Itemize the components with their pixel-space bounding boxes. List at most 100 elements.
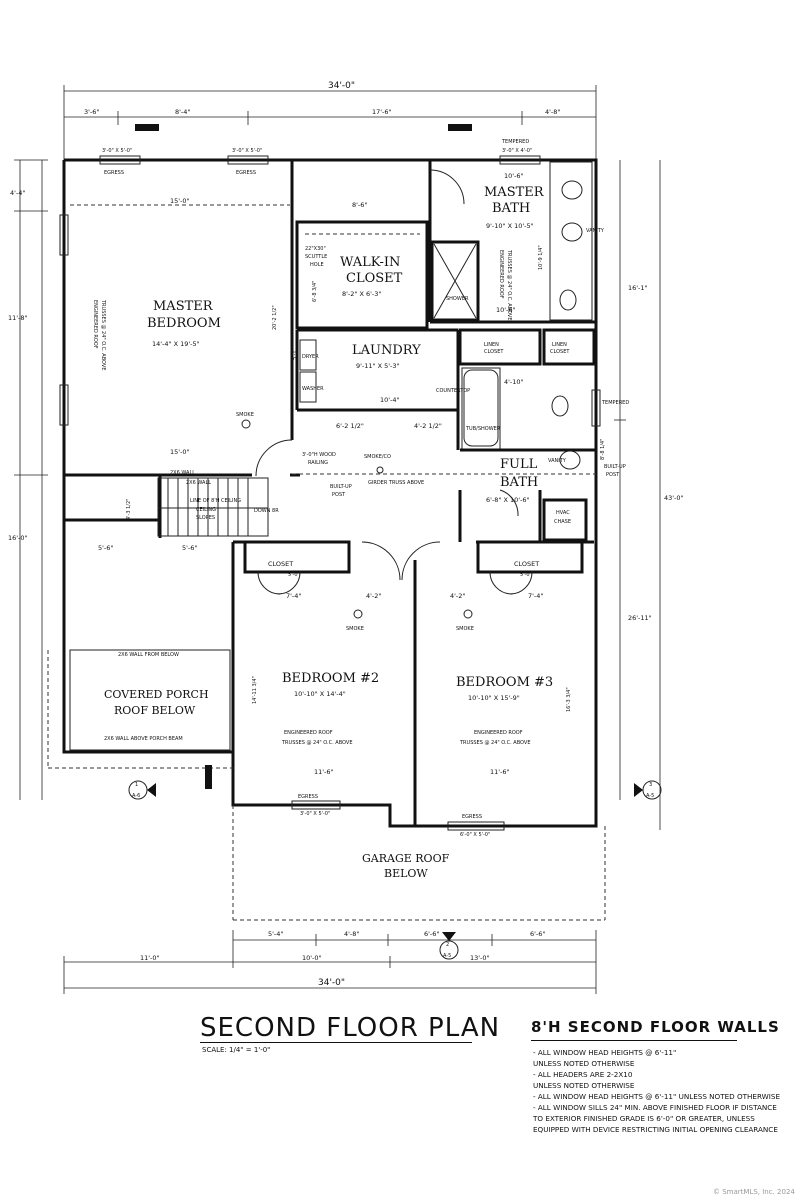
dim-laundry-w: 10'-4" <box>380 396 400 404</box>
roof-label-bath-a: ENGINEERED ROOF <box>498 250 504 299</box>
roof-label-b3-b: TRUSSES @ 24" O.C. ABOVE <box>459 740 530 746</box>
ceiling-label-b: CEILING <box>196 507 216 513</box>
porch-beam-label: 2X6 WALL ABOVE PORCH BEAM <box>104 736 183 742</box>
dim-stair-b: 5'-6" <box>98 544 113 552</box>
dashed-lines <box>47 204 606 921</box>
fixtures <box>299 180 583 470</box>
dim-bath-side: 8'-8 1/4" <box>600 439 606 460</box>
tempered-label-2: TEMPERED <box>601 400 629 406</box>
dim-mb-height: 20'-2 1/2" <box>272 305 278 330</box>
tub-label: TUB/SHOWER <box>465 426 501 432</box>
window-label-5: 6'-0" X 5'-0" <box>460 832 490 838</box>
roof-label-b3-a: ENGINEERED ROOF <box>474 730 523 736</box>
section-3-sheet: A-5 <box>646 793 654 799</box>
wall-stubs <box>135 124 472 789</box>
linen-label-2a: LINEN <box>552 342 567 348</box>
ceiling-label-a: LINE OF 8'H CEILING <box>190 498 241 504</box>
wall-2x6-label-2: 2X6 WALL <box>186 480 211 486</box>
post-label-1: POST <box>606 472 620 478</box>
windows <box>59 155 601 831</box>
smoke-detectors <box>241 419 473 619</box>
egress-label-1: EGRESS <box>104 170 124 176</box>
note-line: - ALL WINDOW HEAD HEIGHTS @ 6'-11" <box>533 1048 677 1057</box>
note-line: - ALL WINDOW SILLS 24" MIN. ABOVE FINISH… <box>533 1103 777 1112</box>
title-underline <box>200 1042 472 1043</box>
dim-mbath-inner: 10'-6" <box>496 306 516 314</box>
dim-hall-a: 6'-2 1/2" <box>336 422 364 430</box>
dimension-lines <box>14 85 661 994</box>
dim-bath-w: 4'-10" <box>504 378 524 386</box>
note-line: UNLESS NOTED OTHERWISE <box>533 1059 635 1068</box>
vanity-label-1: VANITY <box>586 228 605 234</box>
doors <box>255 169 533 595</box>
hvac-label-a: HVAC <box>556 510 570 516</box>
walls <box>62 158 598 828</box>
note-line: - ALL WINDOW HEAD HEIGHTS @ 6'-11" UNLES… <box>533 1092 780 1101</box>
dimension-labels: 34'-0" 3'-6" 8'-4" 17'-6" 4'-8" 4'-4" 11… <box>8 81 684 988</box>
note-labels: EGRESS EGRESS EGRESS EGRESS 3'-0" X 5'-0… <box>92 139 654 959</box>
bedroom-2-size: 10'-10" X 14'-4" <box>294 690 346 698</box>
bedroom-3-size: 10'-10" X 15'-9" <box>468 694 520 702</box>
dim-left-2: 11'-8" <box>8 314 28 322</box>
dim-bottom-3: 6'-6" <box>424 930 439 938</box>
egress-label-3: EGRESS <box>298 794 318 800</box>
dim-mb-bottom: 15'-0" <box>170 448 190 456</box>
scuttle-label-c: HOLE <box>310 262 324 268</box>
wall-2x6-label-1: 2X6 WALL <box>170 470 195 476</box>
dim-mbath-side: 10'-9 1/4" <box>538 245 544 270</box>
laundry-name: LAUNDRY <box>352 343 421 358</box>
porch-name-2: ROOF BELOW <box>114 704 196 717</box>
dim-closet-w-1: 5'-0" <box>288 572 300 578</box>
laundry-size: 9'-11" X 5'-3" <box>356 362 400 370</box>
dim-top-4: 4'-8" <box>545 108 560 116</box>
dim-hall-b: 4'-2 1/2" <box>414 422 442 430</box>
general-notes: - ALL WINDOW HEAD HEIGHTS @ 6'-11" UNLES… <box>533 1047 795 1135</box>
roof-label-mb-a: ENGINEERED ROOF <box>92 300 98 349</box>
dim-br3-side: 16'-3 3/4" <box>566 687 572 712</box>
post-label-2: POST <box>332 492 346 498</box>
full-bath-name-2: BATH <box>500 475 538 490</box>
dim-br2-top2: 4'-2" <box>366 592 381 600</box>
washer-label: WASHER <box>302 386 324 392</box>
linen-label-1b: CLOSET <box>484 349 504 355</box>
stair <box>158 478 268 536</box>
window-label-4: 3'-0" X 5'-0" <box>300 811 330 817</box>
garage-roof-name: GARAGE ROOF <box>362 852 450 865</box>
note-line: TO EXTERIOR FINISHED GRADE IS 6'-0" OR G… <box>533 1114 755 1123</box>
bedroom-2-name: BEDROOM #2 <box>282 671 379 686</box>
dim-top-3: 17'-6" <box>372 108 392 116</box>
window-label-2: 3'-0" X 5'-0" <box>232 148 262 154</box>
section-1-num: 1 <box>135 782 138 788</box>
walk-in-name-2: CLOSET <box>346 271 403 286</box>
smoke-label-3: SMOKE <box>456 626 474 632</box>
dim-bottom-2: 4'-8" <box>344 930 359 938</box>
vanity-label-2: VANITY <box>548 458 567 464</box>
master-bath-name: MASTER <box>484 185 545 200</box>
dim-br2-bottom: 11'-6" <box>314 768 334 776</box>
linen-label-2b: CLOSET <box>550 349 570 355</box>
section-markers <box>128 780 662 960</box>
dim-overall-bottom: 34'-0" <box>318 978 345 988</box>
dim-stair-a: 4'-3 1/2" <box>126 499 132 520</box>
smoke-co-label: SMOKE/CO <box>364 454 391 460</box>
dim-bottom-1: 5'-4" <box>268 930 283 938</box>
dim-mbath-top: 10'-6" <box>504 172 524 180</box>
section-3-num: 3 <box>649 782 652 788</box>
dim-stair-c: 5'-6" <box>182 544 197 552</box>
dim-right-1: 16'-1" <box>628 284 648 292</box>
dim-left-3: 16'-0" <box>8 534 28 542</box>
dim-row2-1: 11'-0" <box>140 954 160 962</box>
dim-br2-top: 7'-4" <box>286 592 301 600</box>
dim-overall-top: 34'-0" <box>328 81 355 91</box>
smoke-label-2: SMOKE <box>346 626 364 632</box>
section-2-num: 2 <box>446 942 449 948</box>
window-label-3: 3'-0" X 4'-0" <box>502 148 532 154</box>
master-bath-size: 9'-10" X 10'-5" <box>486 222 534 230</box>
dim-top-2: 8'-4" <box>175 108 190 116</box>
tempered-label-1: TEMPERED <box>501 139 529 145</box>
closet-label-1: CLOSET <box>268 560 293 568</box>
dim-bottom-4: 6'-6" <box>530 930 545 938</box>
closet-label-2: CLOSET <box>514 560 539 568</box>
builtup-label-2: BUILT-UP <box>330 484 352 490</box>
